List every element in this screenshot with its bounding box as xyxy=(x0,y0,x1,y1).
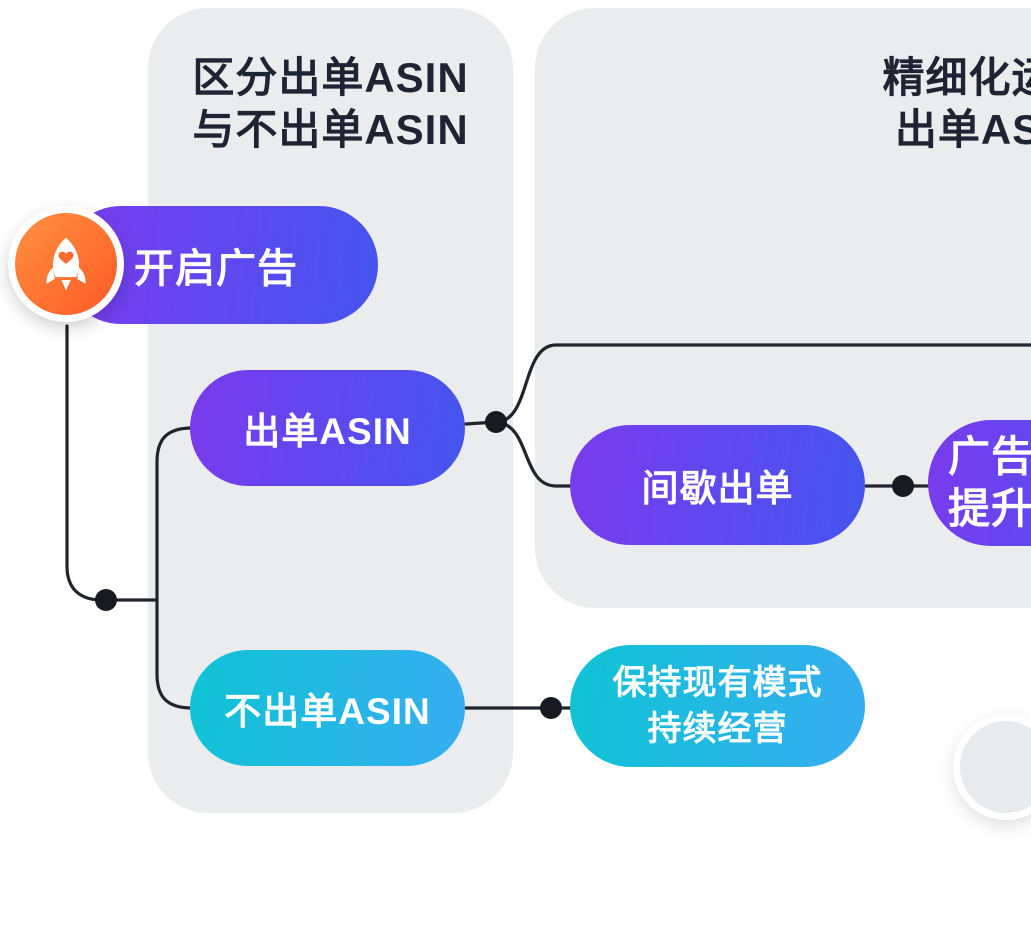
node-no-order-asin-label: 不出单ASIN xyxy=(224,691,431,732)
panel-right-title: 精细化运营 出单ASIN xyxy=(535,8,1031,156)
node-keep-mode-line1: 保持现有模式 xyxy=(612,664,823,702)
node-no-order-asin: 不出单ASIN xyxy=(190,650,465,766)
edge-start-down xyxy=(65,324,159,602)
node-order-asin-label: 出单ASIN xyxy=(243,411,412,452)
rocket-badge-inner xyxy=(15,213,117,315)
node-keep-mode-line2: 持续经营 xyxy=(647,710,788,748)
rocket-badge xyxy=(8,206,124,322)
panel-left-title-line1: 区分出单ASIN xyxy=(192,54,469,101)
node-ad-boost-line2: 提升 xyxy=(948,485,1031,532)
node-intermittent-order: 间歇出单 xyxy=(570,425,865,545)
rocket-icon xyxy=(46,237,86,291)
panel-left-title: 区分出单ASIN 与不出单ASIN xyxy=(148,8,513,156)
partial-circle-badge xyxy=(953,714,1031,820)
panel-right-title-line2: 出单ASIN xyxy=(894,106,1031,153)
node-keep-mode: 保持现有模式 持续经营 xyxy=(570,645,865,767)
panel-right-title-line1: 精细化运营 xyxy=(882,54,1031,101)
node-ad-boost: 广告 提升 xyxy=(928,420,1031,546)
node-order-asin: 出单ASIN xyxy=(190,370,465,486)
connector-dot xyxy=(95,589,117,611)
node-start-label: 开启广告 xyxy=(134,247,298,291)
node-intermittent-order-label: 间歇出单 xyxy=(641,468,794,509)
connector-dot xyxy=(540,697,562,719)
node-ad-boost-line1: 广告 xyxy=(948,433,1031,480)
panel-left-title-line2: 与不出单ASIN xyxy=(192,106,469,153)
